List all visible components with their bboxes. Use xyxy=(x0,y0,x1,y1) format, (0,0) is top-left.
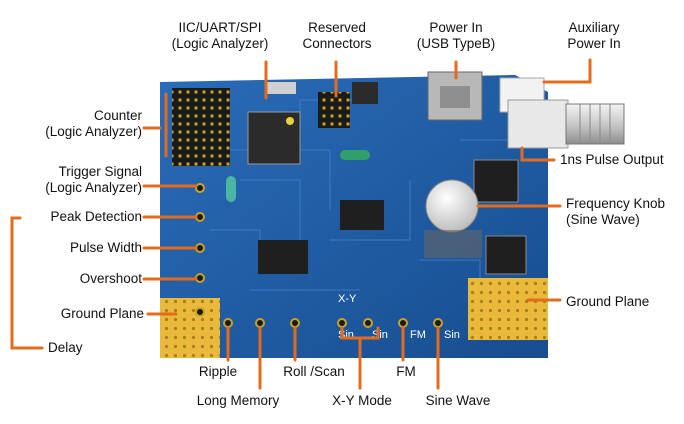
silk-xy: X-Y xyxy=(338,293,357,305)
label-ripple: Ripple xyxy=(198,364,238,379)
label-long-memory: Long Memory xyxy=(196,393,280,408)
label-fm: FM xyxy=(396,364,416,379)
silk-sin-3: Sin xyxy=(444,329,460,341)
label-sine-wave: Sine Wave xyxy=(425,393,491,408)
frequency-knob xyxy=(425,179,479,233)
reserved-connector xyxy=(318,92,350,128)
label-pulse-output: 1ns Pulse Output xyxy=(560,152,664,167)
label-xy-mode: X-Y Mode xyxy=(332,393,392,408)
label-delay: Delay xyxy=(48,340,83,355)
ground-plane-right-pad xyxy=(468,278,548,340)
dds-chip xyxy=(485,235,527,275)
label-pulse-width: Pulse Width xyxy=(69,240,142,255)
pcb-board xyxy=(160,71,625,358)
bottom-test-points xyxy=(223,318,443,328)
label-ground-plane-right: Ground Plane xyxy=(566,294,650,309)
label-trigger-signal: Trigger Signal(Logic Analyzer) xyxy=(45,164,142,195)
label-counter: Counter(Logic Analyzer) xyxy=(45,108,142,139)
label-ground-plane-left: Ground Plane xyxy=(60,306,144,321)
fpga-chip xyxy=(473,159,519,203)
bnc-connector xyxy=(507,99,625,149)
callout-lines xyxy=(10,58,592,390)
silk-fm: FM xyxy=(410,329,426,341)
label-frequency-knob: Frequency Knob(Sine Wave) xyxy=(566,196,666,227)
label-iic-uart-spi: IIC/UART/SPI(Logic Analyzer) xyxy=(171,20,269,51)
label-overshoot: Overshoot xyxy=(79,271,142,286)
logic-analyzer-header xyxy=(172,88,230,166)
label-power-in: Power In(USB TypeB) xyxy=(416,20,496,51)
ground-plane-left-pad xyxy=(160,298,220,358)
label-peak-detection: Peak Detection xyxy=(50,209,142,224)
label-roll-scan: Roll /Scan xyxy=(283,364,345,379)
